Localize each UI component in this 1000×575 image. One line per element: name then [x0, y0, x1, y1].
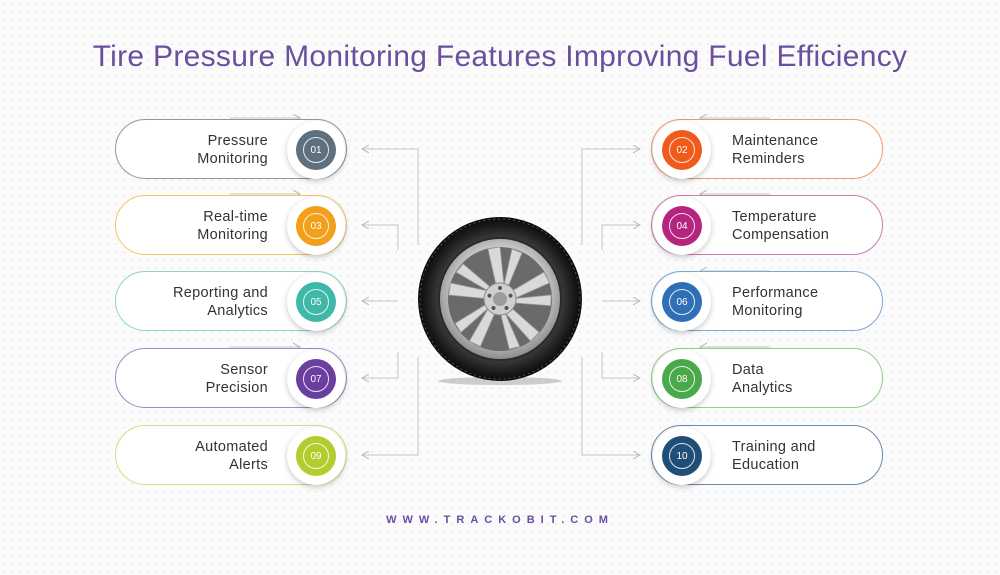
feature-badge-01: 01: [287, 121, 345, 179]
feature-badge-02: 02: [653, 121, 711, 179]
feature-number-08: 08: [669, 366, 695, 392]
feature-number-07: 07: [303, 366, 329, 392]
feature-number-01: 01: [303, 137, 329, 163]
feature-badge-09: 09: [287, 427, 345, 485]
feature-badge-06: 06: [653, 273, 711, 331]
feature-badge-05: 05: [287, 273, 345, 331]
feature-badge-04: 04: [653, 197, 711, 255]
feature-badge-03: 03: [287, 197, 345, 255]
diagram-title: Tire Pressure Monitoring Features Improv…: [92, 40, 908, 73]
feature-number-03: 03: [303, 213, 329, 239]
feature-badge-10: 10: [653, 427, 711, 485]
feature-number-04: 04: [669, 213, 695, 239]
feature-number-10: 10: [669, 443, 695, 469]
feature-number-09: 09: [303, 443, 329, 469]
feature-number-02: 02: [669, 137, 695, 163]
feature-badge-07: 07: [287, 350, 345, 408]
feature-number-05: 05: [303, 289, 329, 315]
website-footer: WWW.TRACKOBIT.COM: [386, 514, 614, 526]
feature-badge-08: 08: [653, 350, 711, 408]
feature-number-06: 06: [669, 289, 695, 315]
tire-wheel-image: [418, 217, 582, 385]
